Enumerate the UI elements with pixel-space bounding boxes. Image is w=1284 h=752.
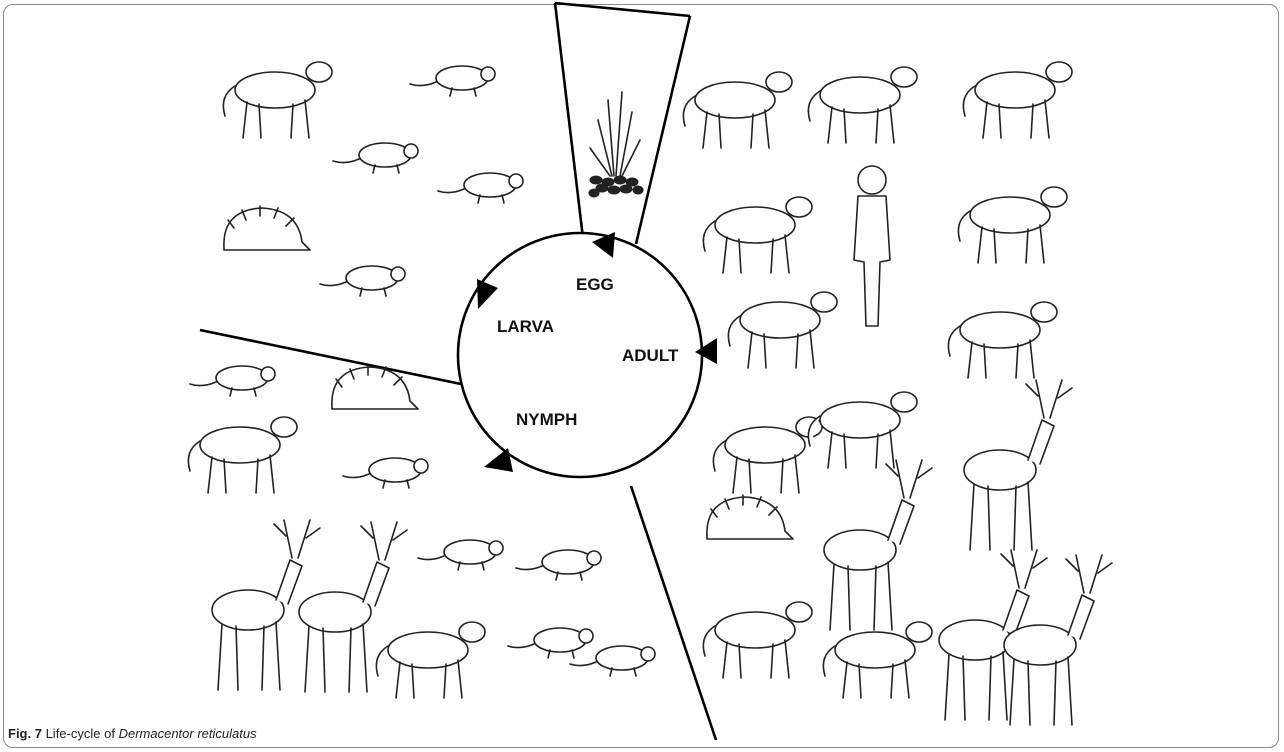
marten-drawing [508,628,593,658]
figure-caption: Fig. 7 Life-cycle of Dermacentor reticul… [8,726,257,741]
rat-drawing [190,366,275,396]
fallow-deer-drawing [824,460,932,630]
divider-line-nymph-adult [631,486,716,740]
mole-drawing [438,173,523,203]
rat-drawing [320,266,405,296]
egg-grass-icon [589,92,643,197]
larva-hosts-group [223,62,523,296]
hare-drawing [223,62,332,138]
divider-line-egg-right [636,16,690,244]
hare-drawing [376,622,485,698]
divider-line-egg-left [555,3,583,238]
goat-drawing [728,292,837,368]
wolf-drawing [808,392,917,468]
vole-drawing [570,646,655,676]
red-deer-drawing [1004,555,1112,725]
fox-drawing [703,602,812,678]
roe-deer-drawing [299,522,407,692]
human-drawing [854,166,890,326]
caption-text: Life-cycle of [46,726,115,741]
dog-drawing [188,417,297,493]
cow-drawing [963,62,1072,138]
dog-drawing [683,72,792,148]
divider-line-egg-top [555,3,690,16]
stage-label-adult: ADULT [622,346,679,365]
mole-drawing [418,540,503,570]
stage-label-larva: LARVA [497,317,554,336]
wild-boar-drawing [823,622,932,698]
vole-drawing [410,66,495,96]
stage-label-egg: EGG [576,275,614,294]
weasel-drawing [343,458,428,488]
adult-hosts-group [683,62,1112,725]
donkey-drawing [808,67,917,143]
horse-drawing [958,187,1067,263]
mouse-drawing [516,550,601,580]
hare-drawing [713,417,822,493]
mouse-drawing [333,143,418,173]
hedgehog-drawing [707,495,793,539]
stage-label-nymph: NYMPH [516,410,577,429]
elk-drawing [964,380,1072,550]
hedgehog-drawing [224,206,310,250]
species-name: Dermacentor reticulatus [119,726,257,741]
sheep-drawing [703,197,812,273]
arrow-nymph-icon [484,448,513,472]
buffalo-drawing [948,302,1057,378]
figure-label: Fig. 7 [8,726,42,741]
